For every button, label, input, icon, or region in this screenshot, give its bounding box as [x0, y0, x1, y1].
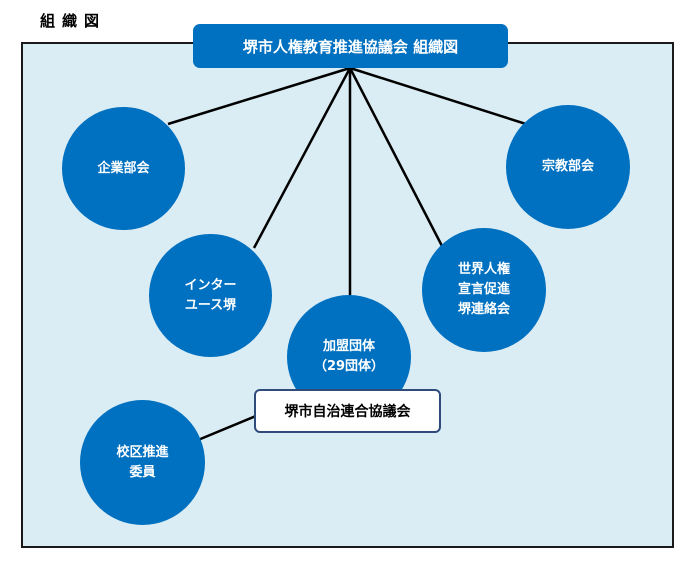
- member-node-kouku-line-1: 校区推進: [116, 444, 169, 460]
- member-node-kouku-line-2: 委員: [129, 464, 156, 480]
- member-node-sekai-line-2: 宣言促進: [457, 282, 510, 297]
- member-node-kamei-line-2: （29団体）: [313, 359, 385, 374]
- member-node-sekai-line-1: 世界人権: [457, 262, 510, 277]
- member-node-kouku: 校区推進 委員: [80, 400, 205, 525]
- member-node-shukyo-line-1: 宗教部会: [541, 159, 594, 174]
- council-label: 堺市自治連合協議会: [284, 404, 411, 420]
- connector-root-sekai: [348, 67, 444, 247]
- member-node-sekai: 世界人権 宣言促進 堺連絡会: [422, 228, 546, 352]
- member-node-kigyo-line-1: 企業部会: [97, 160, 150, 176]
- connector-council-kouku: [197, 414, 257, 442]
- member-node-sekai-line-3: 堺連絡会: [457, 302, 510, 317]
- connector-root-kigyo: [167, 66, 351, 126]
- connector-root-shukyo: [349, 66, 527, 126]
- org-root-label: 堺市人権教育推進協議会 組織図: [242, 37, 459, 56]
- connector-root-intern: [252, 67, 352, 249]
- member-node-intern: インター ユース堺: [149, 234, 272, 357]
- member-node-intern-line-2: ユース堺: [184, 297, 237, 313]
- council-box: 堺市自治連合協議会: [254, 389, 441, 433]
- org-root-box: 堺市人権教育推進協議会 組織図: [193, 24, 508, 68]
- member-node-kamei-line-1: 加盟団体: [322, 339, 375, 354]
- member-node-kigyo: 企業部会: [62, 107, 185, 230]
- member-node-intern-line-1: インター: [184, 277, 237, 293]
- member-node-shukyo: 宗教部会: [506, 105, 630, 229]
- diagram-heading: 組織図: [40, 12, 107, 30]
